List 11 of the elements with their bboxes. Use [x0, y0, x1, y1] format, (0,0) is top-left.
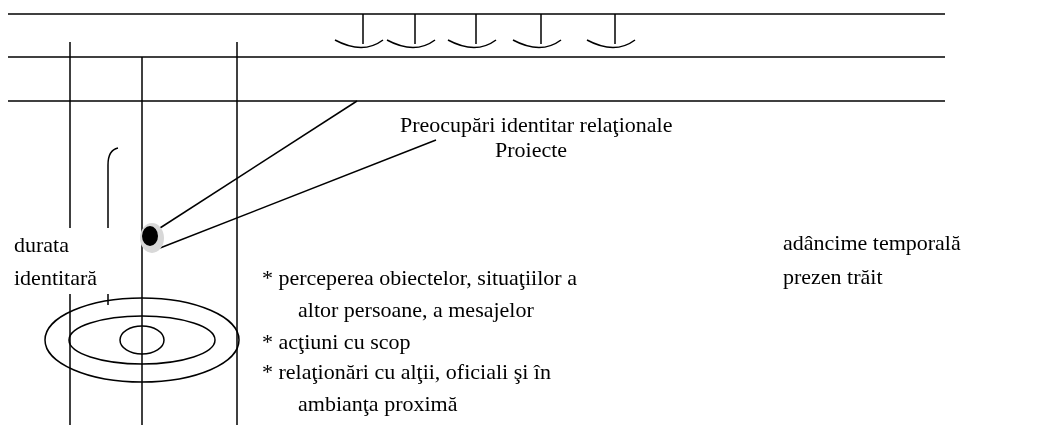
label-text: prezen trăit [783, 263, 883, 291]
leader-line [159, 100, 358, 229]
dot-marker [138, 220, 164, 254]
leader-line [159, 139, 437, 249]
bullet-text: * perceperea obiectelor, situaţiilor a altor persoane, a mesajelor [262, 264, 578, 324]
bullet-text: * acţiuni cu scop [262, 328, 411, 356]
label-text: durata identitară [14, 228, 109, 294]
label-text: adâncime temporală [783, 229, 961, 257]
label-text: Proiecte [495, 137, 568, 164]
callout-text: Preocupări identitar relaţionale [400, 110, 673, 140]
bullet-text: * relaţionări cu alţii, oficiali şi în ambianţa proximă [262, 358, 552, 418]
